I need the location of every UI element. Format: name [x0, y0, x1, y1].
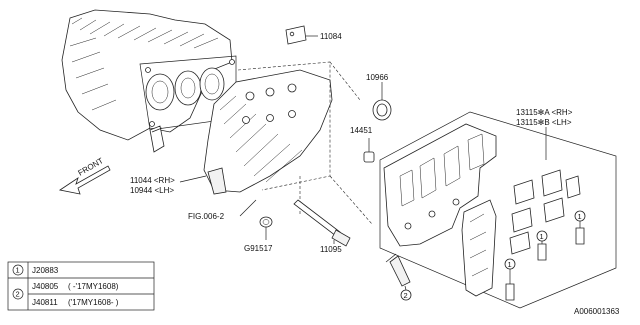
label-13115b: 13115✻B <LH> — [516, 118, 572, 127]
bolt-group-1 — [504, 210, 586, 301]
legend-num-1: 1 — [16, 266, 20, 275]
head-gasket — [149, 125, 165, 153]
label-13115a: 13115✻A <RH> — [516, 108, 573, 117]
part-10966 — [372, 82, 392, 121]
label-11095: 11095 — [320, 245, 342, 254]
part-g91517 — [259, 216, 273, 240]
bolt-group-2 — [385, 253, 412, 301]
part-11095 — [293, 199, 351, 247]
callout-1b: 1 — [578, 212, 582, 221]
diagram-code: A006001363 — [574, 307, 620, 316]
label-14451: 14451 — [350, 126, 373, 135]
callout-1c: 1 — [508, 260, 512, 269]
camshaft-bracket — [461, 199, 497, 297]
callout-2: 2 — [404, 291, 408, 300]
callout-1a: 1 — [540, 232, 544, 241]
legend-note-2: ( -'17MY1608) — [68, 282, 119, 291]
camshaft-carrier — [383, 123, 497, 247]
leader-fig — [239, 199, 257, 217]
engine-block — [61, 9, 237, 141]
legend-part-3: J40811 — [32, 298, 58, 307]
part-14451 — [363, 138, 375, 163]
label-10944: 10944 <LH> — [130, 186, 174, 195]
camshaft-caps — [509, 169, 581, 255]
label-11084: 11084 — [320, 32, 342, 41]
legend-table — [7, 261, 155, 311]
camshaft-carrier-box — [379, 111, 617, 309]
legend-num-2: 2 — [16, 290, 20, 299]
legend-note-3: ('17MY1608- ) — [68, 298, 119, 307]
leader-11044 — [179, 175, 207, 183]
label-10966: 10966 — [366, 73, 389, 82]
label-fig: FIG.006-2 — [188, 212, 225, 221]
part-11084 — [285, 25, 318, 45]
cylinder-head — [203, 69, 333, 195]
legend-part-1: J20883 — [32, 266, 59, 275]
label-11044: 11044 <RH> — [130, 176, 175, 185]
legend-part-2: J40805 — [32, 282, 59, 291]
front-arrow-icon — [58, 165, 111, 195]
label-g91517: G91517 — [244, 244, 273, 253]
